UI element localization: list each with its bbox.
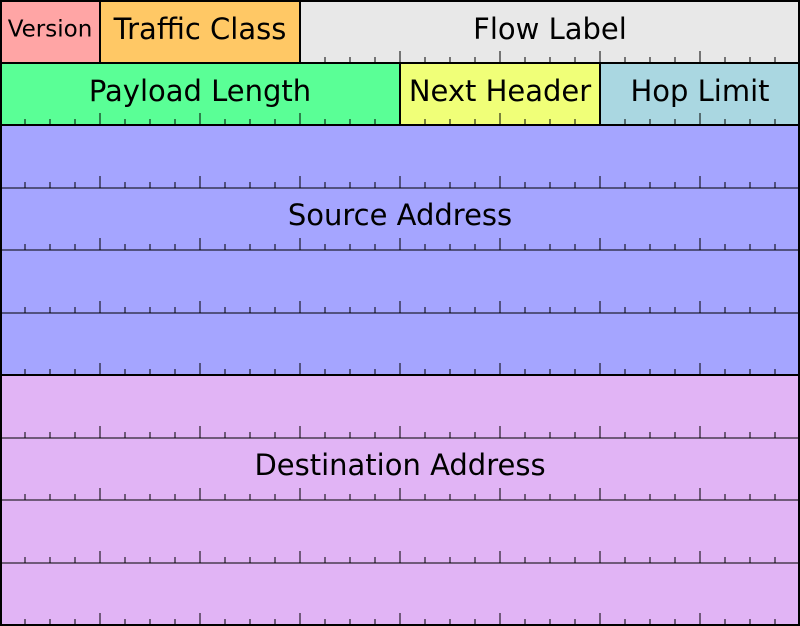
- flow-label-field: [300, 1, 799, 63]
- flow-label-label: Flow Label: [473, 12, 627, 46]
- version-label: Version: [8, 17, 93, 43]
- source-address-label: Source Address: [288, 198, 512, 232]
- destination-address-label: Destination Address: [254, 448, 545, 482]
- payload-length-label: Payload Length: [89, 74, 311, 108]
- version-field: [1, 1, 100, 63]
- traffic-class-field: [100, 1, 300, 63]
- hop-limit-label: Hop Limit: [630, 74, 769, 108]
- next-header-label: Next Header: [409, 74, 591, 108]
- traffic-class-label: Traffic Class: [113, 12, 287, 46]
